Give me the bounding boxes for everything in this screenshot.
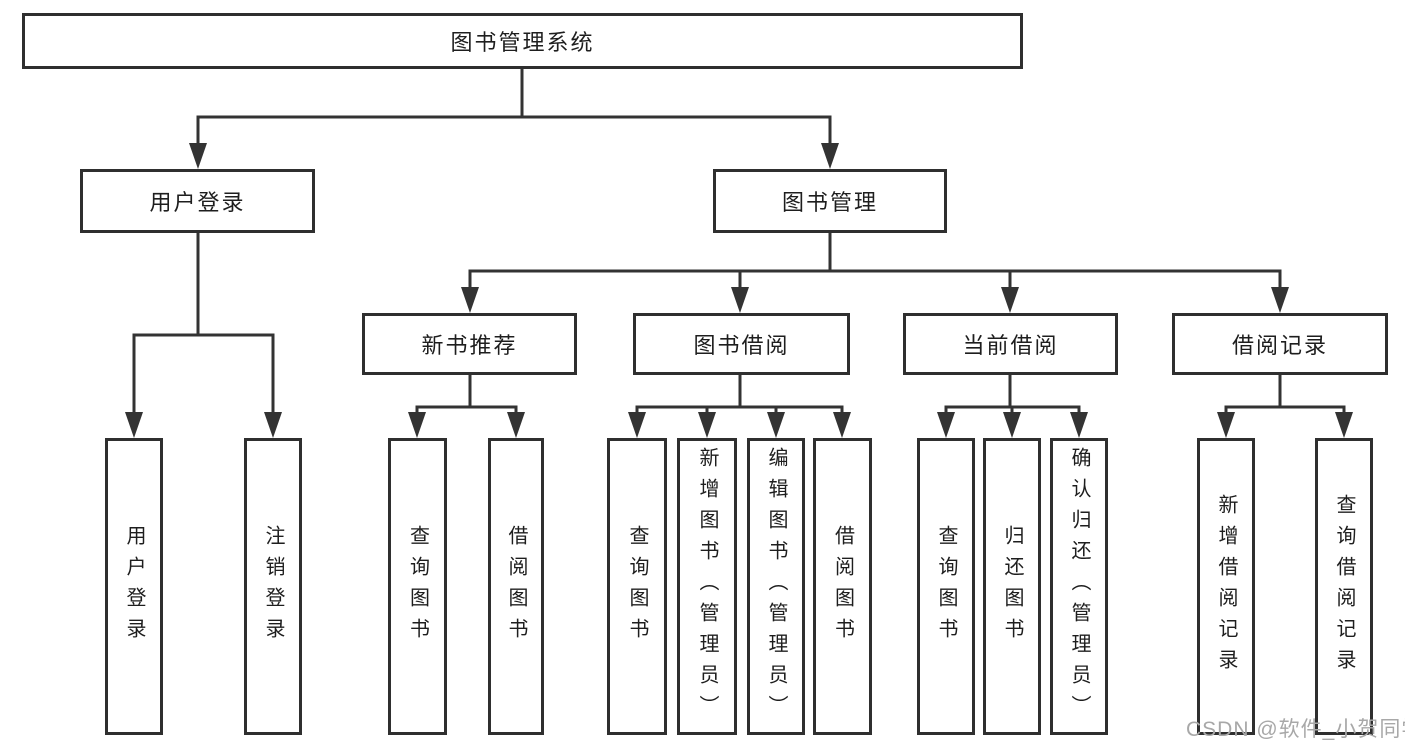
leaf-return-books: 归还图书 [983,438,1041,735]
leaf-logout: 注销登录 [244,438,302,735]
leaf-edit-book-admin: 编辑图书（管理员） [747,438,805,735]
leaf-query-borrow-record: 查询借阅记录 [1315,438,1373,735]
node-book-management: 图书管理 [713,169,947,233]
leaf-add-book-admin: 新增图书（管理员） [677,438,737,735]
connector-segments [132,69,1346,431]
node-borrowing-records: 借阅记录 [1172,313,1388,375]
watermark: CSDN @软件_小贺同学 [1186,718,1405,741]
node-user-login: 用户登录 [80,169,315,233]
leaf-query-books-recommend: 查询图书 [388,438,447,735]
leaf-confirm-return-admin: 确认归还（管理员） [1050,438,1108,735]
leaf-borrow-books-recommend: 借阅图书 [488,438,544,735]
node-current-borrowing: 当前借阅 [903,313,1118,375]
arrowheads [125,143,1353,438]
leaf-user-login: 用户登录 [105,438,163,735]
leaf-query-books-current: 查询图书 [917,438,975,735]
leaf-borrow-books-borrow: 借阅图书 [813,438,872,735]
leaf-query-books-borrow: 查询图书 [607,438,667,735]
node-library-management-system: 图书管理系统 [22,13,1023,69]
leaf-add-borrow-record: 新增借阅记录 [1197,438,1255,735]
node-new-book-recommendation: 新书推荐 [362,313,577,375]
node-book-borrowing: 图书借阅 [633,313,850,375]
